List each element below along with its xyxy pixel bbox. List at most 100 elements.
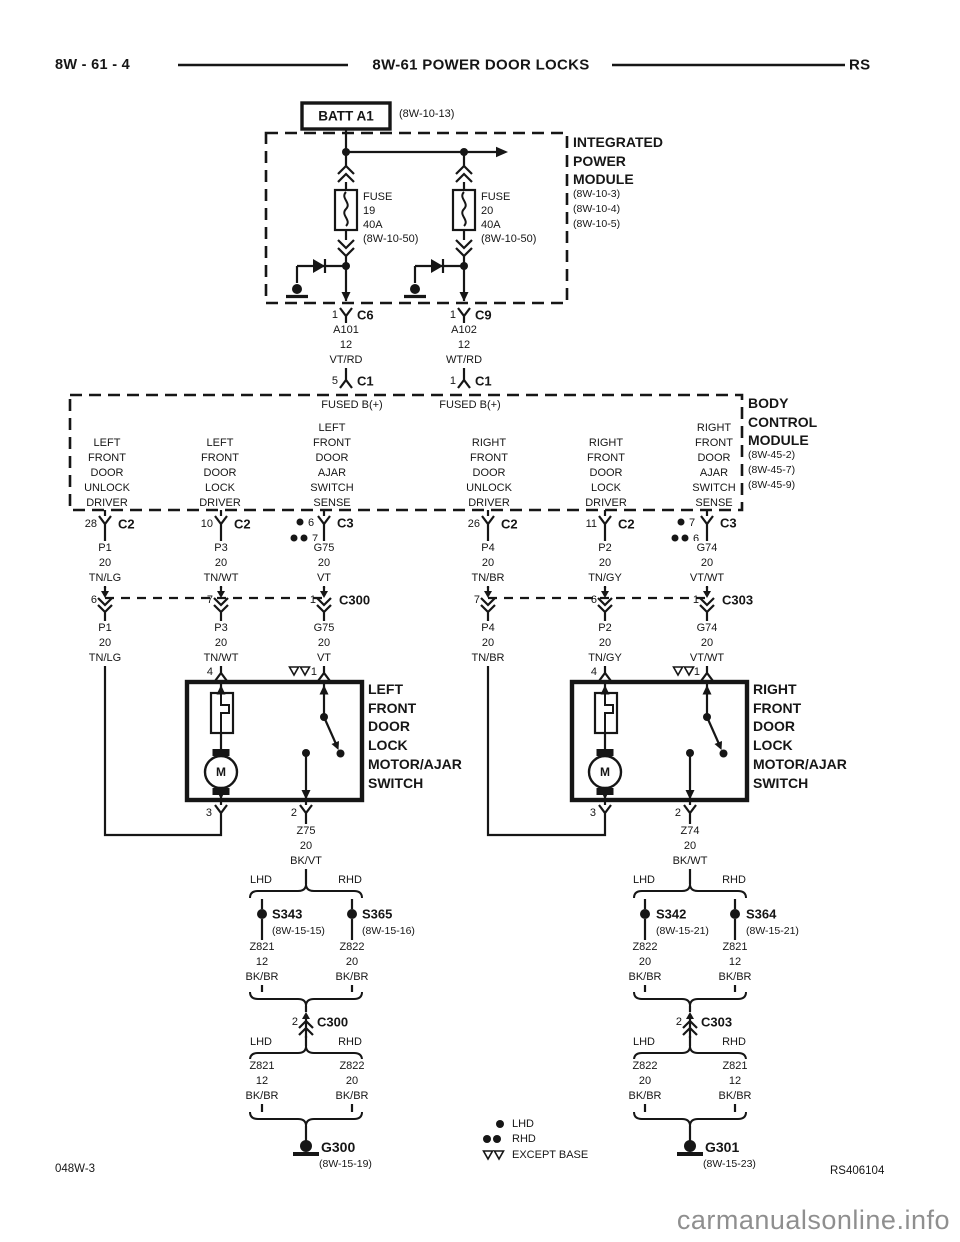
battery-feed-label: BATT A1 <box>318 108 374 124</box>
lhd-dot-icon <box>296 518 304 526</box>
inline-pin: 7 <box>206 594 213 606</box>
motor-letter: M <box>216 765 226 779</box>
motor-pin: 4 <box>206 666 213 678</box>
c1-pin: 5 <box>331 375 338 387</box>
splice-icon <box>640 909 650 919</box>
c1-name: C1 <box>475 373 492 389</box>
ground-feed-wires <box>304 800 692 884</box>
connector-c1-icon <box>456 369 472 390</box>
inline-connector-icon <box>479 585 497 620</box>
ipm-outline <box>264 131 569 305</box>
motor-pin: 3 <box>205 807 212 819</box>
splice-ref: (8W-15-16) <box>362 925 415 937</box>
fuse-20-element <box>461 191 467 227</box>
lhd-dot-icon <box>496 1120 504 1128</box>
split-brace <box>249 883 363 899</box>
rhd-dot-icon <box>290 534 298 542</box>
inline-pin: 6 <box>90 594 97 606</box>
page-title: 8W-61 POWER DOOR LOCKS <box>372 56 590 74</box>
motor-bottom-pins <box>213 803 698 824</box>
arrow-up-icon <box>318 683 330 696</box>
bcm-pin: 11 <box>585 518 597 530</box>
lhd-dot-icon <box>677 518 685 526</box>
right-ground-chain <box>633 883 747 1156</box>
switch-contact-dot <box>336 749 345 758</box>
pin-connector-icon <box>316 662 332 683</box>
ipm-title: INTEGRATED POWER MODULE <box>573 134 663 187</box>
inline-connector-icon <box>315 585 333 620</box>
wire-columns-lower <box>219 618 709 665</box>
c9-name: C9 <box>475 307 492 323</box>
inline-connector-icon <box>698 585 716 620</box>
fuse-19-element <box>343 191 349 227</box>
merge-brace <box>633 1111 747 1127</box>
pin-connector-icon <box>213 514 229 535</box>
junction-dot <box>342 262 350 270</box>
inline-pin: 7 <box>473 594 480 606</box>
wire-label-a102: A102 12 WT/RD <box>442 323 486 368</box>
ground-name: G301 <box>705 1139 740 1155</box>
pin-connector-icon <box>597 662 613 683</box>
ground-icon <box>284 282 310 299</box>
watermark: carmanualsonline.info <box>676 1205 950 1235</box>
motor-pin: 1 <box>310 666 317 678</box>
ground-icon <box>402 282 428 299</box>
pin-connector-icon <box>682 803 698 824</box>
bcm-pin: 10 <box>200 518 213 530</box>
merge-brace <box>633 991 747 1007</box>
connector-chevron-icon <box>454 238 474 258</box>
bcm-conn: C2 <box>618 516 635 532</box>
bcm-refs: (8W-45-2) (8W-45-7) (8W-45-9) <box>748 449 796 491</box>
diode-icon <box>429 257 445 275</box>
rhd-dot-icon <box>671 534 679 542</box>
rhd-dot-icon <box>483 1135 491 1143</box>
bcm-pin-rhd: 7 <box>311 533 319 545</box>
bcm-pin-lhd: 7 <box>688 517 696 529</box>
bus-arrow-right-icon <box>496 146 508 158</box>
motor-top-pins <box>213 662 715 683</box>
unlock-wire-routes <box>103 618 607 837</box>
ground-ref: (8W-15-19) <box>319 1158 372 1170</box>
sheet-code: RS406104 <box>830 1165 885 1177</box>
branch-label-rhd: RHD <box>338 1036 362 1048</box>
switch-arrow-icon <box>331 741 339 750</box>
split-brace <box>633 883 747 899</box>
fuse-20-label: FUSE 20 40A (8W-10-50) <box>481 191 537 245</box>
bcm-conn: C2 <box>234 516 251 532</box>
fuse-19-icon <box>333 188 359 232</box>
pin-connector-icon <box>480 514 496 535</box>
inline-pin: 1 <box>692 594 699 606</box>
pin-connector-icon <box>699 514 715 535</box>
connector-c1-icon <box>338 369 354 390</box>
branch-label-rhd: RHD <box>722 874 746 886</box>
fuse-19-label: FUSE 19 40A (8W-10-50) <box>363 191 419 245</box>
motor-letter: M <box>600 765 610 779</box>
rhd-dot-icon <box>493 1135 501 1143</box>
inline-connector-c300 <box>96 585 333 620</box>
ground-ref: (8W-15-23) <box>703 1158 756 1170</box>
c6-name: C6 <box>357 307 374 323</box>
inline-connector-icon <box>96 585 114 620</box>
bcm-conn: C2 <box>118 516 135 532</box>
bcm-pin: 28 <box>84 518 97 530</box>
split-brace <box>249 1045 363 1061</box>
except-base-triangle-icon <box>482 1149 494 1161</box>
pin-connector-icon <box>316 514 332 535</box>
branch-label-lhd: LHD <box>632 874 656 886</box>
